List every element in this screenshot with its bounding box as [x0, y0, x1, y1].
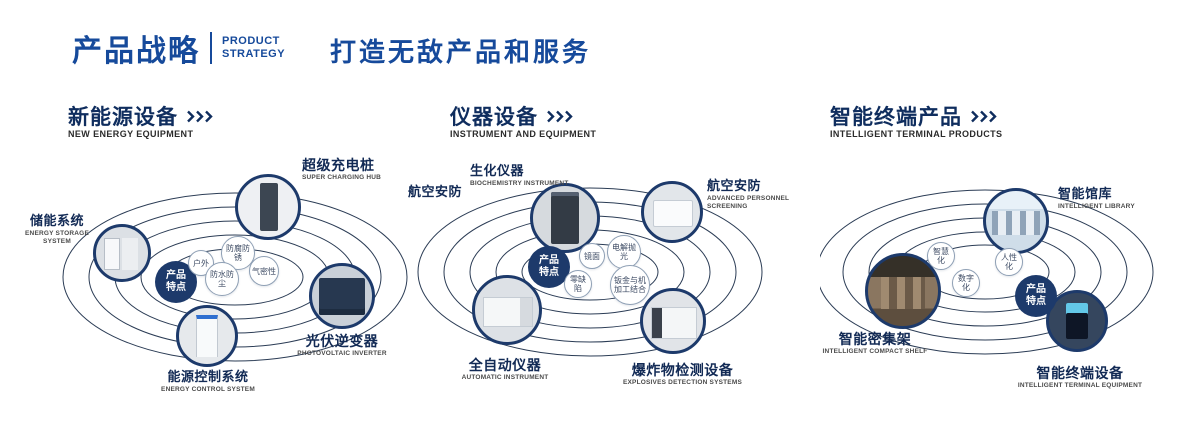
product-name-en: INTELLIGENT TERMINAL EQUIPMENT — [1017, 382, 1143, 389]
product-label-personnel-screening: 航空安防 ADVANCED PERSONNEL SCREENING — [707, 178, 807, 211]
product-photo-automatic-instrument[interactable] — [472, 275, 542, 345]
section-intelligent-terminal: 智能终端产品 INTELLIGENT TERMINAL PRODUCTS 智能馆… — [820, 95, 1200, 422]
product-features-badge: 产品特点 — [1015, 275, 1057, 317]
product-label-photovoltaic-inverter: 光伏逆变器 PHOTOVOLTAIC INVERTER — [282, 333, 402, 358]
section-subtitle: INSTRUMENT AND EQUIPMENT — [450, 129, 597, 139]
product-label-energy-control-system: 能源控制系统 ENERGY CONTROL SYSTEM — [138, 369, 278, 394]
product-name-cn: 爆炸物检测设备 — [631, 362, 734, 378]
triple-chevron-icon — [971, 110, 997, 122]
product-photo-biochemistry-instrument[interactable] — [530, 183, 600, 253]
section-subtitle: INTELLIGENT TERMINAL PRODUCTS — [830, 129, 1003, 139]
product-name-cn: 光伏逆变器 — [305, 333, 379, 349]
section-title: 仪器设备 — [450, 106, 538, 129]
product-photo-energy-control-system[interactable] — [176, 305, 238, 367]
feature-bubble: 智慧化 — [927, 242, 955, 270]
product-name-cn: 智能终端设备 — [1036, 365, 1124, 381]
side-label-aviation-security: 航空安防 — [408, 184, 463, 199]
feature-bubble: 钣金与机加工结合 — [610, 265, 650, 305]
product-photo-super-charging-hub[interactable] — [235, 174, 301, 240]
product-name-en: ENERGY CONTROL SYSTEM — [161, 386, 255, 393]
feature-bubble: 零缺陷 — [564, 270, 592, 298]
feature-bubble: 防水防尘 — [205, 262, 239, 296]
section-instruments: 仪器设备 INSTRUMENT AND EQUIPMENT 航空安防 生化仪器 … — [408, 95, 810, 422]
triple-chevron-icon — [547, 110, 573, 122]
product-name-cn: 储能系统 — [29, 213, 84, 228]
product-name-cn: 生化仪器 — [470, 163, 525, 178]
product-label-intelligent-library: 智能馆库 INTELLIGENT LIBRARY — [1058, 186, 1168, 211]
section-heading-intelligent-terminal[interactable]: 智能终端产品 — [830, 101, 1003, 131]
tagline: 打造无敌产品和服务 — [330, 37, 592, 67]
product-name-en: ENERGY STORAGE SYSTEM — [25, 230, 89, 245]
product-features-badge: 产品特点 — [528, 246, 570, 288]
product-name-en: EXPLOSIVES DETECTION SYSTEMS — [622, 379, 742, 386]
product-label-intelligent-compact-shelf: 智能密集架 INTELLIGENT COMPACT SHELF — [815, 331, 935, 356]
product-label-automatic-instrument: 全自动仪器 AUTOMATIC INSTRUMENT — [430, 357, 580, 382]
section-heading-instruments[interactable]: 仪器设备 — [450, 101, 579, 131]
product-name-cn: 能源控制系统 — [167, 369, 249, 384]
product-name-en: ADVANCED PERSONNEL SCREENING — [707, 195, 790, 210]
page-title-en-line1: PRODUCT — [222, 35, 280, 47]
product-name-en: INTELLIGENT COMPACT SHELF — [822, 348, 928, 355]
section-heading-new-energy[interactable]: 新能源设备 — [68, 101, 219, 131]
feature-bubble: 数字化 — [952, 269, 980, 297]
feature-bubble: 人性化 — [995, 248, 1023, 276]
feature-bubble: 电解抛光 — [607, 235, 641, 269]
page-title-en: PRODUCT STRATEGY — [222, 35, 285, 61]
product-name-cn: 智能馆库 — [1058, 186, 1113, 201]
feature-bubble: 气密性 — [249, 256, 279, 286]
product-label-energy-storage: 储能系统 ENERGY STORAGE SYSTEM — [20, 213, 94, 246]
section-new-energy: 新能源设备 NEW ENERGY EQUIPMENT 储能系统 ENERGY S… — [20, 95, 420, 422]
section-subtitle: NEW ENERGY EQUIPMENT — [68, 129, 194, 139]
product-photo-explosives-detection[interactable] — [640, 288, 706, 354]
product-name-en: SUPER CHARGING HUB — [302, 174, 382, 181]
product-label-biochemistry-instrument: 生化仪器 BIOCHEMISTRY INSTRUMENT — [470, 163, 580, 188]
product-name-en: AUTOMATIC INSTRUMENT — [461, 374, 549, 381]
product-name-en: PHOTOVOLTAIC INVERTER — [297, 350, 387, 357]
product-name-cn: 超级充电桩 — [302, 157, 375, 173]
product-name-cn: 智能密集架 — [838, 331, 912, 347]
product-photo-photovoltaic-inverter[interactable] — [309, 263, 375, 329]
section-title: 新能源设备 — [68, 106, 178, 129]
product-name-cn: 全自动仪器 — [468, 357, 542, 373]
feature-bubble: 镜面 — [579, 243, 605, 269]
title-divider — [210, 32, 212, 64]
product-name-en: INTELLIGENT LIBRARY — [1058, 203, 1135, 210]
product-photo-intelligent-terminal-equipment[interactable] — [1046, 290, 1108, 352]
section-title: 智能终端产品 — [830, 106, 962, 129]
product-label-super-charging-hub: 超级充电桩 SUPER CHARGING HUB — [302, 157, 414, 182]
product-photo-intelligent-library[interactable] — [983, 188, 1049, 254]
product-name-cn: 航空安防 — [707, 178, 762, 193]
product-label-intelligent-terminal-equipment: 智能终端设备 INTELLIGENT TERMINAL EQUIPMENT — [1005, 365, 1155, 390]
product-label-explosives-detection: 爆炸物检测设备 EXPLOSIVES DETECTION SYSTEMS — [605, 362, 760, 387]
page-title-en-line2: STRATEGY — [222, 48, 286, 60]
brand-block: 产品战略 PRODUCT STRATEGY — [72, 26, 285, 70]
product-photo-personnel-screening[interactable] — [641, 181, 703, 243]
triple-chevron-icon — [187, 110, 213, 122]
page-title: 产品战略 — [72, 35, 200, 68]
product-photo-intelligent-compact-shelf[interactable] — [865, 253, 941, 329]
product-photo-energy-storage[interactable] — [93, 224, 151, 282]
product-name-en: BIOCHEMISTRY INSTRUMENT — [470, 180, 569, 187]
